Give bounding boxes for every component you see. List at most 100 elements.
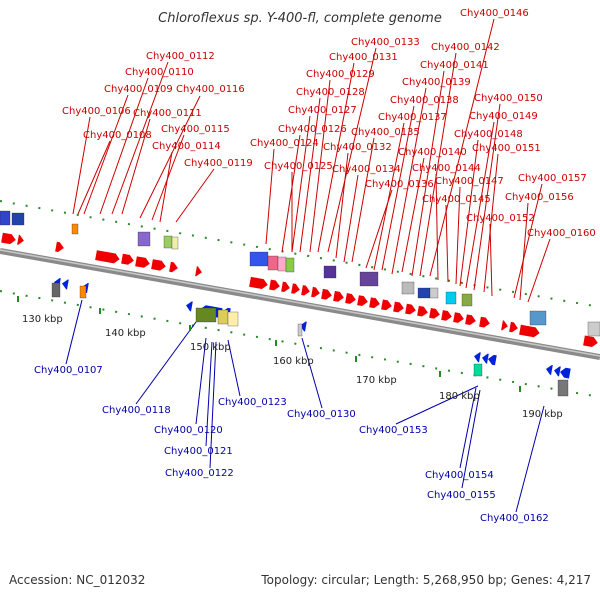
gene-arrow-reverse — [560, 367, 571, 379]
gene-arrow-forward — [281, 281, 290, 292]
kbp-label: 140 kbp — [105, 328, 146, 339]
gene-label-forward: Chy400_0149 — [469, 111, 538, 122]
leader-line-forward — [381, 105, 415, 271]
gene-label-forward: Chy400_0147 — [435, 176, 504, 187]
gene-label-forward: Chy400_0128 — [296, 87, 365, 98]
gene-label-forward: Chy400_0133 — [351, 37, 420, 48]
annotation-box — [297, 323, 303, 337]
leader-line-forward — [175, 168, 215, 223]
gene-arrow-reverse — [488, 354, 497, 366]
annotation-boxes — [0, 210, 600, 397]
annotation-box — [249, 251, 269, 267]
leader-line-forward — [99, 77, 149, 215]
genome-backbone-highlight — [0, 249, 600, 357]
leader-line-reverse — [515, 405, 545, 513]
leader-line-reverse — [301, 337, 323, 409]
gene-arrow-forward — [301, 285, 310, 296]
gene-label-reverse: Chy400_0130 — [287, 409, 356, 420]
leader-line-forward — [77, 140, 111, 215]
annotation-box — [285, 257, 295, 273]
gene-label-forward: Chy400_0145 — [422, 194, 491, 205]
gene-arrow-forward — [501, 320, 508, 331]
leader-line-forward — [299, 97, 321, 253]
leader-line-reverse — [227, 339, 241, 397]
leader-line-forward — [351, 137, 375, 263]
annotation-box — [137, 231, 151, 247]
gene-label-forward: Chy400_0144 — [412, 163, 481, 174]
gene-arrow-reverse — [300, 321, 307, 332]
gene-arrow-forward — [509, 321, 518, 333]
leader-line-forward — [317, 62, 355, 253]
leader-line-forward — [373, 122, 405, 271]
annotation-box — [473, 363, 483, 377]
gene-label-forward: Chy400_0150 — [474, 93, 543, 104]
gene-label-forward: Chy400_0157 — [518, 173, 587, 184]
leader-line-forward — [83, 94, 129, 215]
annotation-box — [417, 287, 431, 299]
gene-arrow-reverse — [546, 364, 553, 375]
accession-text: Accession: NC_012032 — [9, 573, 146, 587]
annotation-box — [323, 265, 337, 279]
map-title: Chloroflexus sp. Y-400-fl, complete geno… — [158, 11, 442, 26]
gene-label-reverse: Chy400_0118 — [102, 405, 171, 416]
leader-line-forward — [139, 95, 201, 219]
leader-line-forward — [473, 103, 501, 291]
leader-line-forward — [291, 115, 311, 253]
annotation-box — [217, 309, 229, 325]
gene-arrow-forward — [417, 305, 428, 317]
gene-arrow-forward — [269, 279, 280, 291]
leader-line-forward — [401, 157, 425, 273]
gene-arrow-reverse — [554, 366, 561, 377]
gene-label-reverse: Chy400_0162 — [480, 513, 549, 524]
gene-features — [1, 232, 598, 379]
gene-arrow-reverse — [186, 301, 193, 312]
annotation-box — [79, 285, 87, 299]
gene-arrow-forward — [465, 314, 476, 326]
kbp-label: 180 kbp — [439, 391, 480, 402]
leader-line-forward — [419, 52, 457, 277]
gene-arrow-forward — [345, 293, 356, 304]
leader-line-reverse — [195, 337, 207, 425]
gene-label-reverse: Chy400_0120 — [154, 425, 223, 436]
gene-arrow-forward — [583, 335, 598, 347]
annotation-box — [267, 255, 279, 271]
gene-arrow-forward — [321, 288, 332, 300]
gene-arrow-forward — [291, 283, 300, 294]
gene-label-forward: Chy400_0137 — [378, 112, 447, 123]
leader-line-forward — [445, 204, 449, 283]
gene-arrow-forward — [169, 261, 178, 273]
gene-label-reverse: Chy400_0121 — [164, 446, 233, 457]
leader-line-forward — [483, 153, 499, 293]
gene-label-forward: Chy400_0156 — [505, 192, 574, 203]
gene-arrow-forward — [381, 299, 392, 311]
leader-line-forward — [429, 18, 495, 277]
genome-stats-text: Topology: circular; Length: 5,268,950 bp… — [261, 573, 591, 587]
kbp-tick-marks — [17, 296, 521, 392]
gene-label-reverse: Chy400_0154 — [425, 470, 494, 481]
annotation-box — [51, 282, 61, 298]
leader-line-forward — [281, 134, 301, 253]
leader-line-reverse — [461, 389, 481, 489]
gene-arrow-forward — [151, 259, 166, 271]
gene-arrow-forward — [519, 324, 540, 338]
kbp-label: 190 kbp — [522, 409, 563, 420]
gene-label-reverse: Chy400_0107 — [34, 365, 103, 376]
leader-line-reverse — [65, 299, 83, 365]
leader-line-forward — [121, 118, 151, 215]
gene-label-forward: Chy400_0142 — [431, 42, 500, 53]
leader-line-forward — [435, 173, 439, 281]
gene-label-forward: Chy400_0110 — [125, 67, 194, 78]
gene-arrow-forward — [55, 241, 64, 253]
gene-arrow-forward — [453, 312, 464, 323]
gene-arrow-forward — [479, 316, 490, 328]
leader-line-forward — [527, 238, 551, 303]
annotation-box — [557, 379, 569, 397]
gene-label-reverse: Chy400_0123 — [218, 397, 287, 408]
gene-label-forward: Chy400_0132 — [323, 142, 392, 153]
gene-label-forward: Chy400_0126 — [278, 124, 347, 135]
annotation-box — [171, 236, 179, 250]
gene-label-forward: Chy400_0129 — [306, 69, 375, 80]
gene-arrow-forward — [311, 286, 320, 298]
leader-line-forward — [335, 152, 349, 259]
